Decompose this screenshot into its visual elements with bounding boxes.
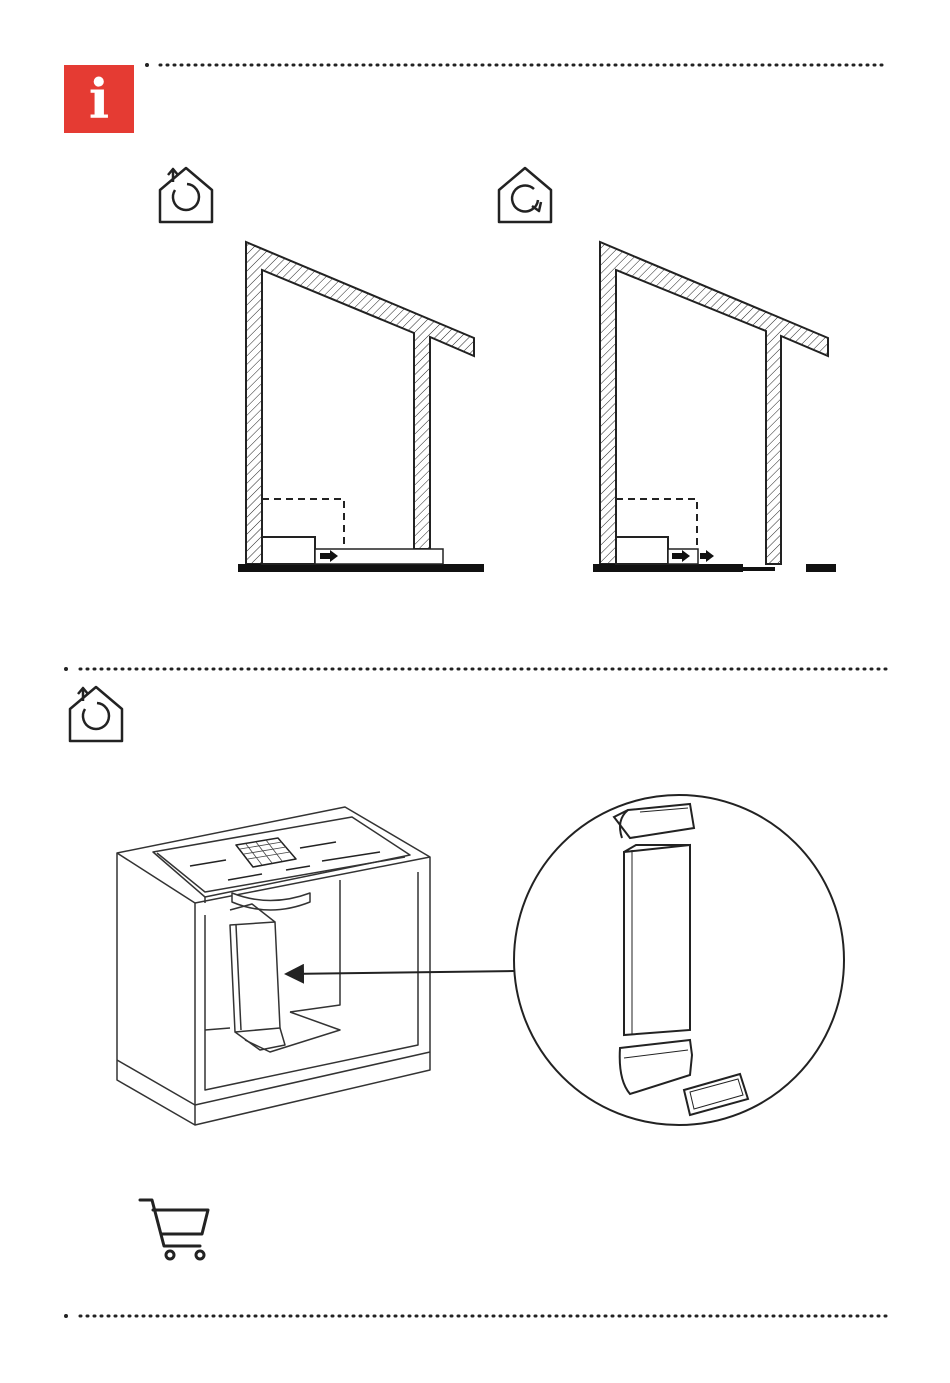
shopping-cart-icon (140, 1200, 208, 1259)
house-recirculation-icon (499, 168, 551, 222)
section-divider-bottom (64, 1314, 886, 1318)
section-divider-middle (64, 667, 886, 671)
wall-section-ducted-diagram (238, 242, 484, 572)
wall-section-recirculation-diagram (593, 242, 836, 572)
house-ducted-arrow-icon (70, 687, 122, 741)
house-ducted-arrow-icon (160, 168, 212, 222)
duct-kit-detail-diagram (514, 795, 844, 1125)
cabinet-hob-duct-diagram (117, 807, 430, 1125)
section-divider-top (145, 63, 886, 67)
